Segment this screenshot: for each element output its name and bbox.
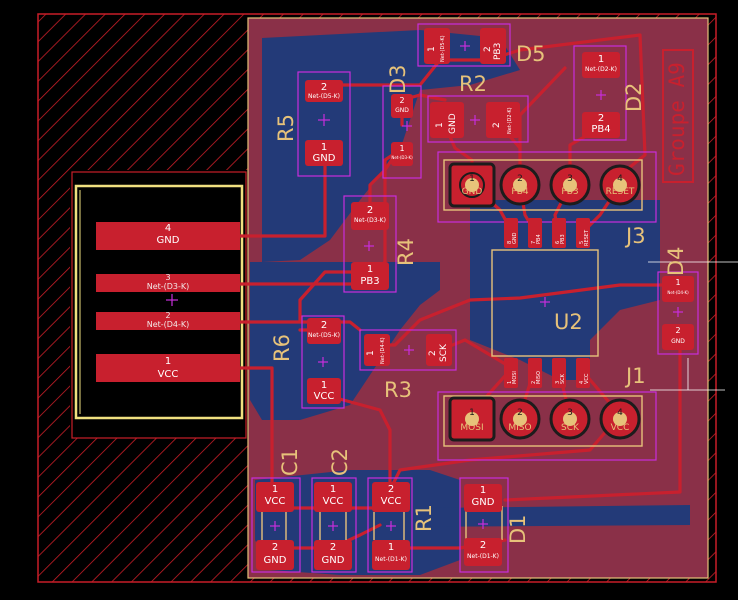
courtyards: [251, 23, 699, 573]
usb-connector-outline: [71, 171, 247, 439]
usb-pads: [96, 222, 240, 382]
board-bg-left: [70, 170, 248, 438]
anchor-marks: [166, 41, 683, 531]
title-frame: [662, 49, 694, 183]
header-pins: [448, 162, 641, 442]
silkscreen: [261, 159, 643, 540]
smd-pads: [256, 28, 694, 570]
usb-connector-body: [74, 184, 244, 420]
